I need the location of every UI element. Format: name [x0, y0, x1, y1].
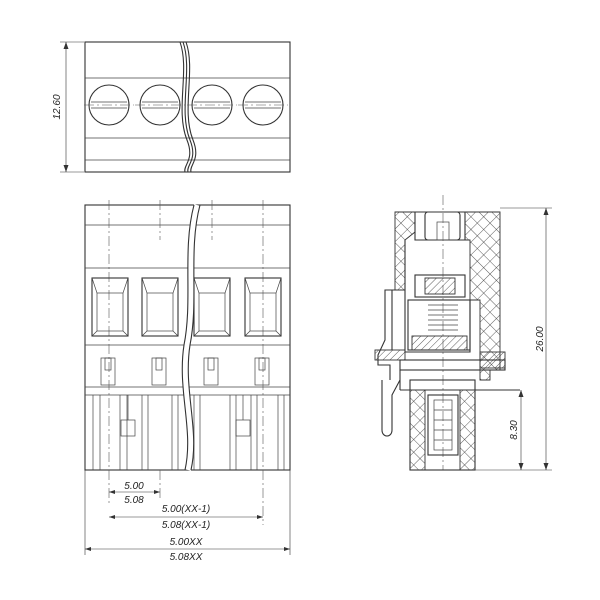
side-section-view: 26.00 8.30 — [374, 195, 552, 471]
dimension-pin-height: 8.30 — [509, 390, 524, 470]
dimension-span: 5.00(XX-1) 5.08(XX-1) — [109, 504, 263, 531]
dimension-total-height: 26.00 — [475, 207, 552, 471]
dim-label-overall-5-00: 5.00XX — [170, 537, 203, 548]
dim-label-span-5-08: 5.08(XX-1) — [162, 520, 210, 531]
screw-head-1 — [84, 84, 134, 126]
thread-lines — [428, 304, 458, 331]
top-view: 12.60 — [52, 41, 291, 173]
lower-ribs — [92, 395, 285, 470]
screw-head-3 — [187, 84, 237, 126]
front-view: 5.00 5.08 5.00(XX-1) 5.08(XX-1) 5.00XX 5… — [84, 200, 291, 563]
wire-opening-4 — [244, 277, 282, 337]
dim-label-overall-5-08: 5.08XX — [170, 552, 203, 563]
dimension-pitch: 5.00 5.08 — [109, 470, 161, 506]
wire-opening-1 — [91, 277, 129, 337]
screw-head-2 — [135, 84, 185, 126]
dimension-overall: 5.00XX 5.08XX — [84, 470, 291, 563]
dim-label-5-00: 5.00 — [124, 481, 144, 492]
dim-label-26-00: 26.00 — [535, 326, 546, 352]
wire-opening-2 — [141, 277, 179, 337]
latch-slots — [100, 357, 270, 386]
dimension-height-top: 12.60 — [52, 41, 84, 173]
screw-head-4 — [238, 84, 288, 126]
dim-label-8-30: 8.30 — [509, 420, 520, 440]
wire-opening-3 — [193, 277, 231, 337]
dim-label-5-08: 5.08 — [124, 495, 144, 506]
dim-label-span-5-00: 5.00(XX-1) — [162, 504, 210, 515]
dim-label-12-60: 12.60 — [52, 94, 63, 119]
